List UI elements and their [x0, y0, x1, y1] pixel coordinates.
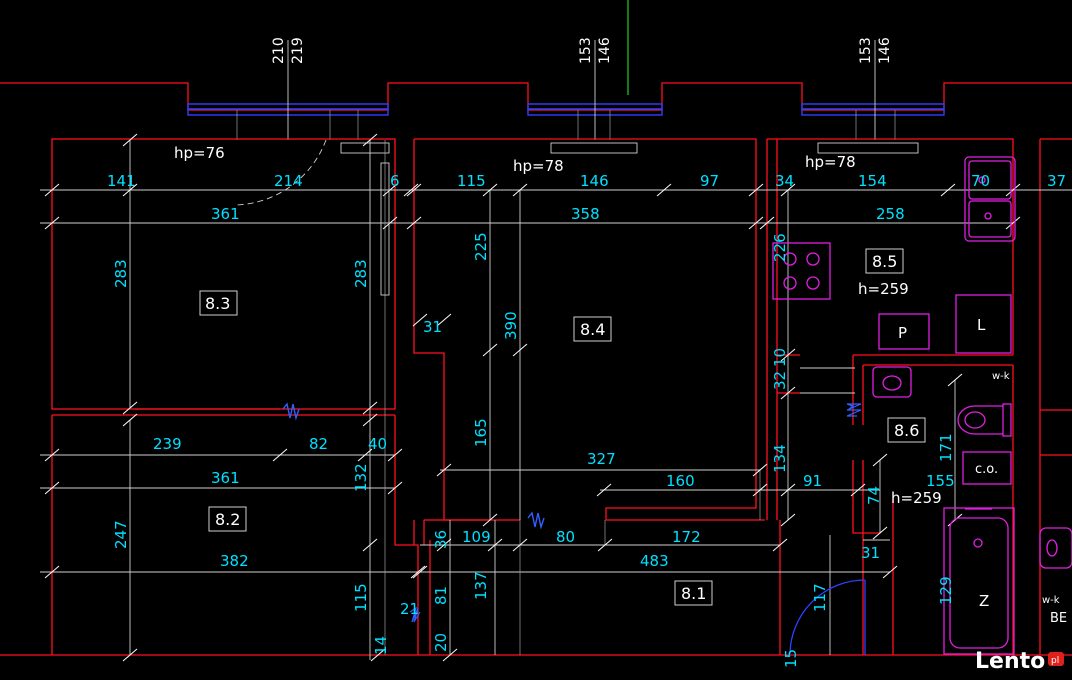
height-label-left: hp=76	[174, 144, 225, 162]
fixture-be: BE	[1050, 611, 1067, 626]
dim-361a: 361	[211, 205, 240, 223]
dim-134: 134	[771, 444, 789, 473]
dim-31a: 31	[423, 318, 442, 336]
room-8-2: 8.2	[215, 510, 240, 529]
window-dim-3b: 146	[877, 37, 893, 64]
dim-14: 14	[372, 636, 390, 655]
height-label-85: h=259	[858, 280, 909, 298]
fixture-wk1: w-k	[992, 371, 1010, 382]
room-8-4: 8.4	[580, 320, 605, 339]
room-8-3: 8.3	[205, 294, 230, 313]
dim-226: 226	[771, 233, 789, 262]
dim-137: 137	[472, 571, 490, 600]
dim-283b: 283	[352, 259, 370, 288]
lento-logo: Lento pl	[975, 649, 1064, 674]
dim-40: 40	[368, 435, 387, 453]
dim-165: 165	[472, 418, 490, 447]
logo-text: Lento	[975, 649, 1045, 674]
outer-walls	[0, 0, 1072, 656]
dim-132: 132	[352, 463, 370, 492]
dim-91: 91	[803, 472, 822, 490]
dim-146: 146	[580, 172, 609, 190]
room-8-1: 8.1	[681, 584, 706, 603]
door-swings	[236, 139, 866, 656]
dim-171: 171	[937, 433, 955, 462]
dim-214: 214	[274, 172, 303, 190]
dim-37: 37	[1047, 172, 1066, 190]
window-frames	[187, 40, 945, 154]
room-boxes	[199, 248, 926, 606]
dim-129: 129	[937, 576, 955, 605]
window-dim-2b: 146	[597, 37, 613, 64]
dim-70: 70	[971, 172, 990, 190]
dim-32: 32	[771, 371, 789, 390]
dim-160: 160	[666, 472, 695, 490]
dim-172: 172	[672, 528, 701, 546]
dim-390: 390	[502, 311, 520, 340]
height-label-right: hp=78	[805, 153, 856, 171]
window-dim-1b: 219	[290, 37, 306, 64]
height-label-86: h=259	[891, 489, 942, 507]
dim-247: 247	[112, 520, 130, 549]
dim-74: 74	[865, 486, 883, 505]
fixture-wk2: w-k	[1042, 595, 1060, 606]
dim-80: 80	[556, 528, 575, 546]
room-8-5: 8.5	[872, 252, 897, 271]
window-dim-1a: 210	[271, 37, 287, 64]
dim-225: 225	[472, 232, 490, 261]
dim-21: 21	[400, 600, 419, 618]
dim-81: 81	[432, 586, 450, 605]
dim-117: 117	[811, 583, 829, 612]
dim-115a: 115	[457, 172, 486, 190]
dim-109: 109	[462, 528, 491, 546]
dim-115b: 115	[352, 583, 370, 612]
dim-483: 483	[640, 552, 669, 570]
dim-239: 239	[153, 435, 182, 453]
dim-31b: 31	[861, 544, 880, 562]
dim-97: 97	[700, 172, 719, 190]
dim-34: 34	[775, 172, 794, 190]
fixtures	[772, 156, 1072, 655]
window-dim-3a: 153	[858, 37, 874, 64]
dim-382: 382	[220, 552, 249, 570]
dim-358: 358	[571, 205, 600, 223]
dim-82: 82	[309, 435, 328, 453]
dim-6: 6	[390, 172, 400, 190]
dim-258: 258	[876, 205, 905, 223]
dim-141: 141	[107, 172, 136, 190]
dim-20: 20	[432, 633, 450, 652]
room-8-6: 8.6	[894, 421, 919, 440]
dim-361b: 361	[211, 469, 240, 487]
dim-155: 155	[926, 472, 955, 490]
height-label-mid: hp=78	[513, 157, 564, 175]
dim-10: 10	[771, 348, 789, 367]
window-dim-2a: 153	[578, 37, 594, 64]
dim-36: 36	[432, 530, 450, 549]
dim-154: 154	[858, 172, 887, 190]
fixture-co: c.o.	[975, 462, 998, 477]
dim-15: 15	[782, 649, 800, 668]
fixture-l: L	[977, 316, 986, 334]
fixture-z: Z	[979, 592, 989, 610]
room-walls	[51, 138, 1072, 655]
dim-283a: 283	[112, 259, 130, 288]
dim-327: 327	[587, 450, 616, 468]
fixture-p: P	[898, 324, 907, 342]
logo-suffix: pl	[1051, 656, 1059, 666]
dimension-lines	[40, 133, 1072, 662]
